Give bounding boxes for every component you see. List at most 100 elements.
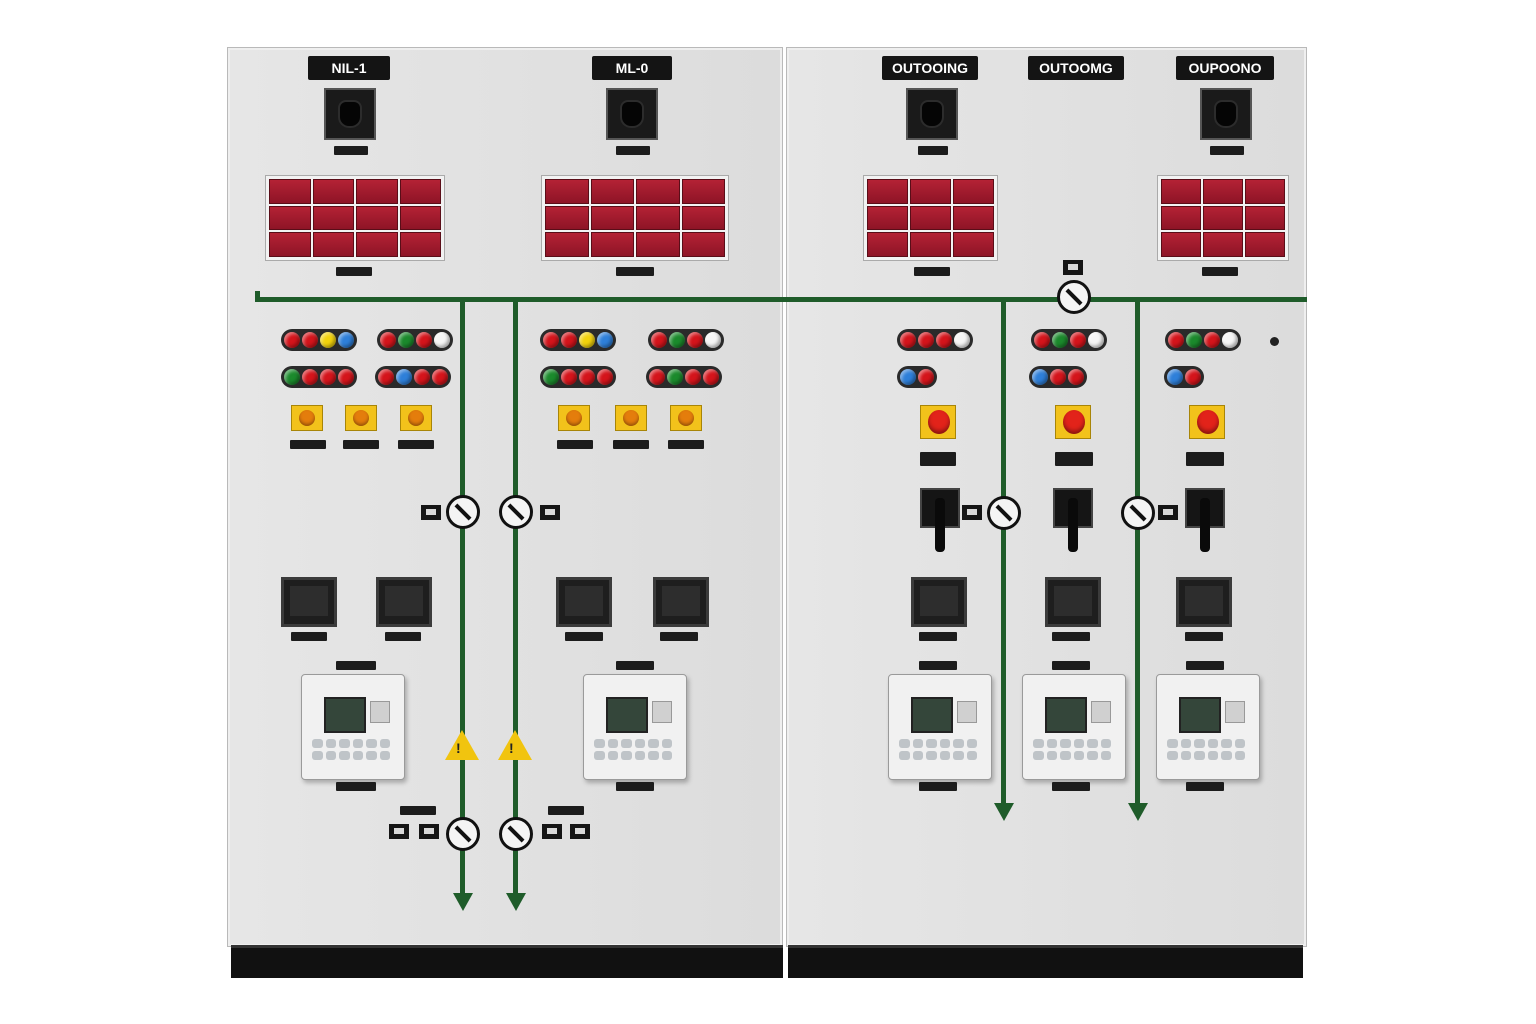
rotary-handle[interactable]: [1185, 488, 1225, 554]
indicator-lamp-icon: [432, 369, 448, 385]
tag: [290, 440, 326, 449]
indicator-lamp-icon: [597, 369, 613, 385]
disconnect-switch-icon[interactable]: [499, 817, 533, 851]
flow-arrow-icon: [506, 893, 526, 911]
tag: [400, 806, 436, 815]
warning-triangle-icon: !: [498, 730, 532, 760]
indicator-lamp-icon: [918, 332, 934, 348]
indicator-lamp-row: [375, 366, 451, 388]
tag: [1185, 632, 1223, 641]
rotary-handle[interactable]: [1053, 488, 1093, 554]
indicator-lamp-icon: [687, 332, 703, 348]
selector-switch-icon[interactable]: [606, 88, 658, 140]
indicator-lamp-icon: [651, 332, 667, 348]
indicator-lamp-icon: [1050, 369, 1066, 385]
emergency-stop-button[interactable]: [1189, 405, 1225, 439]
protection-relay[interactable]: [301, 674, 405, 780]
horizontal-busbar: [255, 297, 1307, 302]
indicator-lamp-row: [377, 329, 453, 351]
indicator-lamp-icon: [900, 332, 916, 348]
indicator-lamp-icon: [1167, 369, 1183, 385]
indicator-lamp-icon: [1088, 332, 1104, 348]
indicator-lamp-icon: [561, 332, 577, 348]
panel-label-4: OUTOOMG: [1028, 56, 1124, 80]
tag: [565, 632, 603, 641]
panel-label-1: NIL-1: [308, 56, 390, 80]
indicator-lamp-icon: [561, 369, 577, 385]
indicator-lamp-row: [646, 366, 722, 388]
annunciator-panel: [265, 175, 445, 261]
indicator-lamp-icon: [416, 332, 432, 348]
switch-indicator: [962, 505, 982, 520]
indicator-lamp-icon: [669, 332, 685, 348]
flow-arrow-icon: [994, 803, 1014, 821]
busbar-stub: [255, 291, 260, 301]
selector-switch-icon[interactable]: [1200, 88, 1252, 140]
disconnect-switch-icon[interactable]: [1057, 280, 1091, 314]
indicator-lamp-icon: [338, 332, 354, 348]
indicator-lamp-icon: [398, 332, 414, 348]
yellow-pushbutton[interactable]: [670, 405, 702, 431]
disconnect-switch-icon[interactable]: [1121, 496, 1155, 530]
tag: [1202, 267, 1238, 276]
indicator-lamp-icon: [667, 369, 683, 385]
tag: [336, 661, 376, 670]
indicator-lamp-row: [897, 366, 937, 388]
tag: [1186, 452, 1224, 466]
tag: [398, 440, 434, 449]
annunciator-panel: [1157, 175, 1289, 261]
switch-indicator: [389, 824, 409, 839]
panel-meter: [1045, 577, 1101, 627]
selector-switch-icon[interactable]: [906, 88, 958, 140]
tag: [291, 632, 327, 641]
annunciator-panel: [863, 175, 998, 261]
indicator-lamp-icon: [1052, 332, 1068, 348]
yellow-pushbutton[interactable]: [615, 405, 647, 431]
indicator-lamp-icon: [703, 369, 719, 385]
tag: [616, 146, 650, 155]
indicator-lamp-icon: [396, 369, 412, 385]
left-plinth: [231, 945, 783, 978]
disconnect-switch-icon[interactable]: [499, 495, 533, 529]
disconnect-switch-icon[interactable]: [446, 817, 480, 851]
indicator-lamp-icon: [284, 332, 300, 348]
disconnect-switch-icon[interactable]: [446, 495, 480, 529]
yellow-pushbutton[interactable]: [345, 405, 377, 431]
yellow-pushbutton[interactable]: [400, 405, 432, 431]
rotary-handle[interactable]: [920, 488, 960, 554]
indicator-lamp-icon: [685, 369, 701, 385]
switch-indicator: [540, 505, 560, 520]
panel-meter: [911, 577, 967, 627]
indicator-lamp-icon: [1185, 369, 1201, 385]
disconnect-switch-icon[interactable]: [987, 496, 1021, 530]
tag: [1186, 782, 1224, 791]
indicator-lamp-row: [281, 329, 357, 351]
yellow-pushbutton[interactable]: [291, 405, 323, 431]
tag: [918, 146, 948, 155]
tag: [1052, 661, 1090, 670]
selector-switch-icon[interactable]: [324, 88, 376, 140]
emergency-stop-button[interactable]: [1055, 405, 1091, 439]
switch-indicator: [1063, 260, 1083, 275]
indicator-lamp-icon: [543, 369, 559, 385]
panel-label-3: OUTOOING: [882, 56, 978, 80]
indicator-lamp-icon: [579, 369, 595, 385]
tag: [660, 632, 698, 641]
indicator-lamp-icon: [1032, 369, 1048, 385]
right-plinth: [788, 945, 1303, 978]
vertical-busbar: [1001, 300, 1006, 805]
tag: [914, 267, 950, 276]
indicator-dot: [1270, 337, 1279, 346]
indicator-lamp-row: [1029, 366, 1087, 388]
protection-relay[interactable]: [583, 674, 687, 780]
indicator-lamp-row: [540, 329, 616, 351]
protection-relay[interactable]: [1156, 674, 1260, 780]
emergency-stop-button[interactable]: [920, 405, 956, 439]
protection-relay[interactable]: [888, 674, 992, 780]
indicator-lamp-icon: [320, 369, 336, 385]
tag: [919, 661, 957, 670]
indicator-lamp-icon: [320, 332, 336, 348]
protection-relay[interactable]: [1022, 674, 1126, 780]
yellow-pushbutton[interactable]: [558, 405, 590, 431]
indicator-lamp-row: [897, 329, 973, 351]
